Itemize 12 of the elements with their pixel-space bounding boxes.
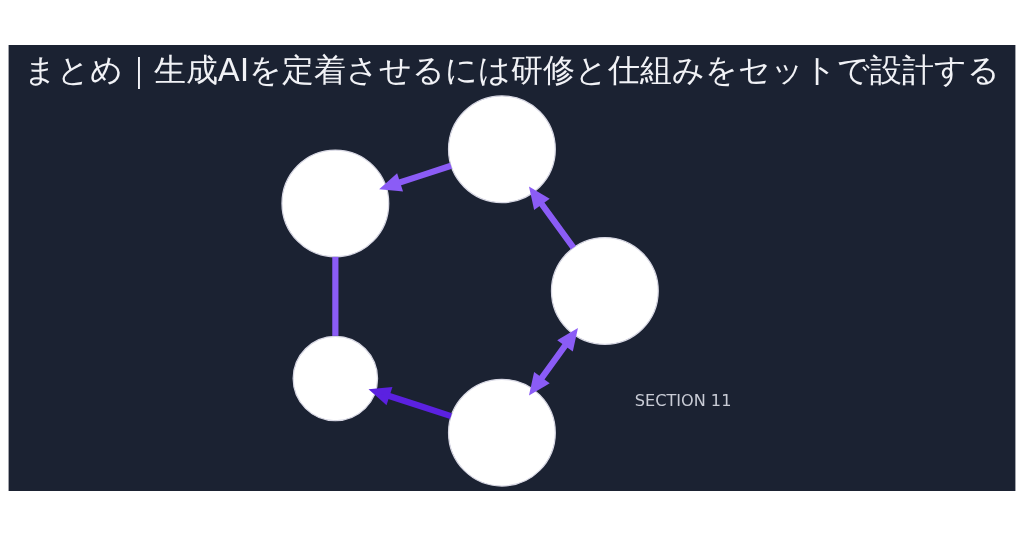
node-circle bbox=[281, 149, 390, 258]
diagram-title: まとめ｜生成AIを定着させるには研修と仕組みをセットで設計する bbox=[23, 50, 1001, 89]
arrow bbox=[528, 327, 578, 396]
node-circle bbox=[550, 236, 659, 345]
label: SECTION 11 bbox=[634, 390, 732, 410]
arrow bbox=[368, 386, 452, 420]
node-circle bbox=[447, 95, 556, 204]
connector bbox=[332, 256, 339, 336]
arrow bbox=[379, 162, 452, 192]
arrow bbox=[528, 186, 576, 250]
node-circle bbox=[292, 335, 379, 422]
node-circle bbox=[447, 378, 556, 487]
